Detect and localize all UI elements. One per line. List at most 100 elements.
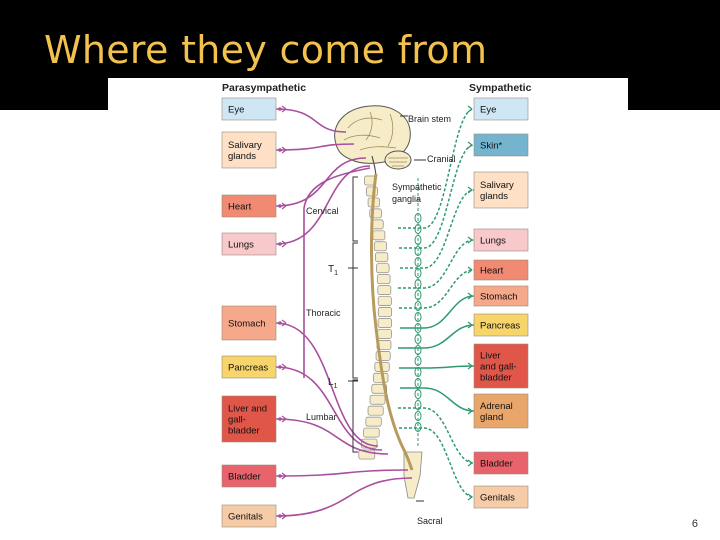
brain-stem-label: Brain stem [408,114,451,124]
sympathetic-nerve [399,269,475,309]
symp-organ-label: Salivary [480,180,514,191]
symp-organ-label: gland [480,412,503,423]
region-brackets [348,115,426,502]
para-organ-eye: Eye [221,97,277,121]
parasympathetic-nerve [275,143,355,151]
parasympathetic-nerve [275,469,409,477]
para-organ-label: Genitals [228,512,263,523]
symp-organ-label: Heart [480,266,504,277]
cranial-label: Cranial [427,154,456,164]
vertebra [365,416,382,427]
sympathetic-nerve [399,427,475,498]
symp-organ-genitals: Genitals [473,485,529,509]
symp-organ-pancreas: Pancreas [473,313,529,337]
sympathetic-nerve [400,387,475,412]
para-organ-lungs: Lungs [221,232,277,256]
sympathetic-nerve [398,108,475,229]
lumbar-label: Lumbar [306,412,337,422]
vertebra [363,427,380,438]
vertebra [377,318,393,328]
symp-organ-heart: Heart [473,259,529,281]
para-organ-label: Lungs [228,240,254,251]
parasympathetic-nerve [275,366,383,451]
vertebra [377,329,392,339]
parasympathetic-nerve [275,165,371,245]
symp-organ-lungs: Lungs [473,228,529,252]
vertebra [373,372,389,383]
symp-organ-label: Adrenal [480,401,513,412]
vertebra [377,285,392,295]
symp-organ-skin: Skin* [473,133,529,157]
sympathetic-nerve [398,239,475,289]
vertebra [377,296,392,306]
sympathetic-pathways [398,105,475,501]
page-number: 6 [691,518,698,530]
para-organ-label: Stomach [228,319,266,330]
parasympathetic-nerve [275,477,413,517]
spinal-cord [370,173,414,471]
sacral-label: Sacral [417,516,443,526]
para-organ-stomach: Stomach [221,305,277,341]
cervical-label: Cervical [306,206,339,216]
parasympathetic-organ-list: EyeSalivaryglandsHeartLungsStomachPancre… [221,97,277,528]
vertebra [360,438,378,449]
para-organ-label: gall- [228,415,246,426]
vertebra [367,405,384,416]
symp-organ-label: Lungs [480,236,506,247]
vagus-nerve [303,167,371,378]
para-organ-heart: Heart [221,194,277,218]
parasympathetic-nerve [275,108,347,133]
symp-organ-label: and gall- [480,362,516,373]
para-organ-label: Heart [228,202,252,213]
symp-organ-label: Genitals [480,493,515,504]
para-organ-label: Bladder [228,472,261,483]
vertebra [376,274,391,285]
symp-organ-label: Pancreas [480,321,520,332]
para-organ-label: Pancreas [228,363,268,374]
vertebra [365,186,378,197]
symp-organ-label: Eye [480,105,496,116]
sympathetic-nerve [398,324,475,349]
symp-organ-label: bladder [480,373,512,384]
parasympathetic-pathways [275,105,413,520]
vertebra [369,394,386,405]
para-organ-label: bladder [228,426,260,437]
sympathetic-nerve [398,407,475,464]
diagram-canvas: Parasympathetic Sympathetic EyeSalivaryg… [221,82,532,528]
para-organ-label: Eye [228,105,244,116]
sympathetic-header: Sympathetic [469,82,532,94]
vertebra [377,307,392,317]
l1-label: L1 [328,377,338,390]
vertebra [376,263,390,274]
brain [334,105,412,179]
symp-organ-label: Skin* [480,141,502,152]
thoracic-label: Thoracic [306,308,341,318]
t1-label: T1 [328,264,338,277]
vertebra [375,252,389,263]
para-organ-pancreas: Pancreas [221,355,277,379]
sympathetic-nerve [399,365,475,369]
vertebra [373,241,387,252]
sympathetic-nerve [400,295,475,329]
para-organ-bladder: Bladder [221,464,277,488]
para-organ-label: Liver and [228,404,267,415]
sympathetic-ganglia-label-1: Sympathetic [392,182,442,192]
symp-organ-label: Stomach [480,292,518,303]
symp-organ-label: glands [480,191,508,202]
vertebra [372,230,386,241]
parasympathetic-nerve [275,418,389,455]
region-labels: Brain stem Cranial Sympathetic ganglia C… [306,114,456,526]
symp-organ-bladder: Bladder [473,451,529,475]
symp-organ-stomach: Stomach [473,285,529,307]
sympathetic-ganglia-label-2: ganglia [392,194,421,204]
parasympathetic-nerve [275,322,379,447]
slide-title: Where they come from [44,28,488,72]
symp-organ-eye: Eye [473,97,529,121]
